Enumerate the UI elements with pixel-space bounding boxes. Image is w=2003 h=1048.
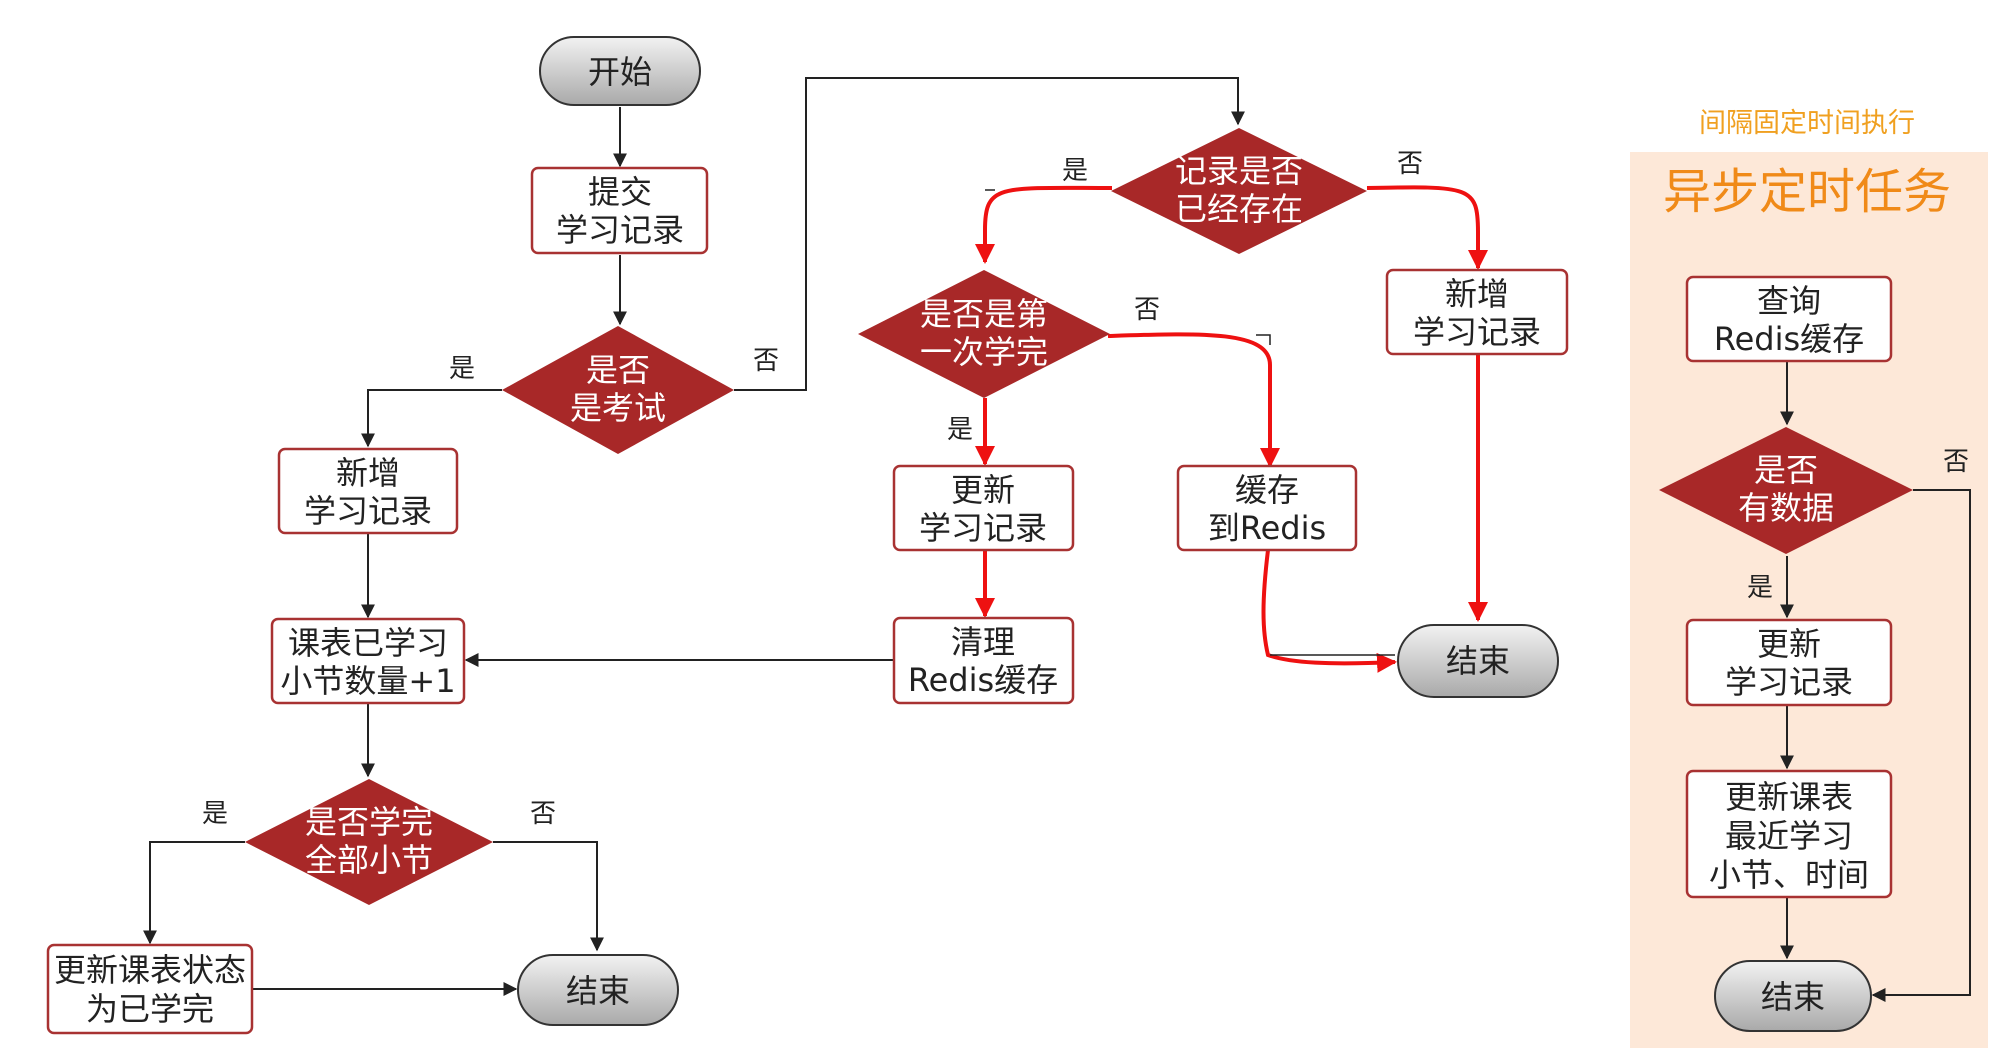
- first-done-line1: 是否是第: [920, 295, 1048, 333]
- edge-cache-end: [1261, 549, 1397, 673]
- course-count-line2: 小节数量+1: [280, 662, 455, 700]
- end-right-label: 结束: [1761, 978, 1825, 1016]
- submit-box: 提交 学习记录: [530, 166, 709, 255]
- connectors: [143, 77, 1971, 1002]
- update-status-line2: 为已学完: [86, 990, 214, 1028]
- edge-exists-yes: [975, 185, 1113, 264]
- all-done-line2: 全部小节: [305, 841, 433, 879]
- record-exists-diamond: 记录是否 已经存在: [1111, 128, 1367, 254]
- edge-hasdata-no: [1871, 489, 1971, 1002]
- submit-line2: 学习记录: [556, 211, 684, 249]
- query-redis-line1: 查询: [1757, 282, 1821, 320]
- update-record-mid-box: 更新 学习记录: [892, 464, 1075, 552]
- edge-exam-yes: [361, 389, 502, 448]
- exists-yes-label: 是: [1062, 156, 1088, 186]
- exists-no-label: 否: [1397, 149, 1423, 179]
- first-done-line2: 一次学完: [920, 333, 1048, 371]
- branch-labels: 是 否 是 否 是 否 是 否 是 否: [202, 149, 1969, 829]
- new-record-right-line1: 新增: [1445, 275, 1509, 313]
- cache-redis-line2: 到Redis: [1208, 509, 1326, 547]
- start-label: 开始: [588, 53, 652, 91]
- update-record-mid-line2: 学习记录: [919, 509, 1047, 547]
- record-exists-line1: 记录是否: [1175, 152, 1303, 190]
- update-record-right-line1: 更新: [1757, 625, 1821, 663]
- course-count-line1: 课表已学习: [288, 624, 448, 662]
- update-course-box: 更新课表 最近学习 小节、时间: [1685, 769, 1893, 899]
- query-redis-line2: Redis缓存: [1714, 320, 1864, 358]
- first-yes-label: 是: [947, 415, 973, 445]
- exam-yes-label: 是: [449, 354, 475, 384]
- is-exam-diamond: 是否 是考试: [502, 326, 734, 454]
- cache-redis-line1: 缓存: [1235, 471, 1299, 509]
- first-done-diamond: 是否是第 一次学完: [858, 270, 1110, 398]
- panel-title: 异步定时任务: [1663, 164, 1951, 220]
- is-exam-line2: 是考试: [570, 389, 666, 427]
- hasdata-yes-label: 是: [1747, 573, 1773, 603]
- edge-alldone-no: [493, 841, 604, 952]
- first-no-label: 否: [1134, 295, 1160, 325]
- highlight-path: [975, 185, 1488, 673]
- panel-subtitle: 间隔固定时间执行: [1699, 108, 1915, 139]
- edge-alldone-yes: [143, 841, 245, 945]
- has-data-line2: 有数据: [1738, 489, 1834, 527]
- edge-exists-no: [1366, 185, 1488, 270]
- submit-line1: 提交: [588, 173, 652, 211]
- end-terminal-mid: 结束: [1397, 624, 1559, 698]
- query-redis-box: 查询 Redis缓存: [1685, 275, 1893, 363]
- edge-exam-no: [734, 77, 1245, 391]
- update-course-line2: 最近学习: [1725, 817, 1853, 855]
- end-mid-label: 结束: [1446, 642, 1510, 680]
- clear-redis-box: 清理 Redis缓存: [892, 616, 1075, 705]
- course-count-box: 课表已学习 小节数量+1: [270, 617, 466, 705]
- update-course-line3: 小节、时间: [1709, 856, 1869, 894]
- record-exists-line2: 已经存在: [1175, 190, 1303, 228]
- update-status-line1: 更新课表状态: [54, 951, 246, 989]
- alldone-yes-label: 是: [202, 799, 228, 829]
- new-record-left-line1: 新增: [336, 454, 400, 492]
- update-record-right-box: 更新 学习记录: [1685, 618, 1893, 707]
- all-done-line1: 是否学完: [305, 803, 433, 841]
- exam-no-label: 否: [753, 346, 779, 376]
- new-record-right-line2: 学习记录: [1413, 313, 1541, 351]
- hasdata-no-label: 否: [1943, 447, 1969, 477]
- clear-redis-line2: Redis缓存: [908, 661, 1058, 699]
- update-record-mid-line1: 更新: [951, 471, 1015, 509]
- new-record-left-box: 新增 学习记录: [277, 447, 459, 535]
- update-status-box: 更新课表状态 为已学完: [46, 943, 254, 1035]
- clear-redis-line1: 清理: [951, 623, 1015, 661]
- edge-first-no: [1107, 332, 1280, 468]
- is-exam-line1: 是否: [586, 351, 650, 389]
- all-done-diamond: 是否学完 全部小节: [245, 779, 493, 905]
- end-left-label: 结束: [566, 972, 630, 1010]
- end-terminal-right: 结束: [1714, 960, 1872, 1032]
- has-data-diamond: 是否 有数据: [1659, 427, 1913, 554]
- end-terminal-left: 结束: [517, 954, 679, 1026]
- alldone-no-label: 否: [530, 799, 556, 829]
- update-record-right-line2: 学习记录: [1725, 663, 1853, 701]
- new-record-left-line2: 学习记录: [304, 492, 432, 530]
- update-course-line1: 更新课表: [1725, 778, 1853, 816]
- has-data-line1: 是否: [1754, 451, 1818, 489]
- new-record-right-box: 新增 学习记录: [1385, 268, 1569, 356]
- start-terminal: 开始: [539, 36, 701, 106]
- cache-redis-box: 缓存 到Redis: [1176, 464, 1358, 552]
